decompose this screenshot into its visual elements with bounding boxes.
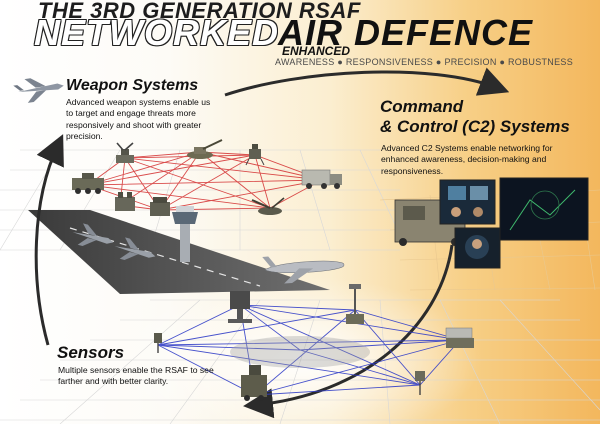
flow-arrow-weapons-to-c2 [224, 67, 510, 97]
header-enhanced-word: ENHANCED [282, 44, 351, 58]
radar-display-icon [499, 177, 589, 241]
flow-arrow-c2-to-sensors [243, 244, 454, 419]
radar-icon [228, 291, 252, 323]
header-tagline: AWARENESS ● RESPONSIVENESS ● PRECISION ●… [275, 57, 573, 67]
c2-systems-description: Advanced C2 Systems enable networking fo… [381, 143, 553, 176]
business-jet-icon [262, 256, 345, 284]
operator-console-icon [454, 227, 501, 269]
control-tower-icon [172, 206, 198, 262]
c2-title-line2: & Control (C2) Systems [380, 117, 570, 136]
weapon-systems-description: Advanced weapon systems enable us to tar… [66, 97, 211, 142]
missile-launcher-icon [245, 144, 265, 166]
towed-gun-icon [251, 197, 285, 215]
artillery-gun-icon [187, 139, 223, 159]
fighter-jet-icon [72, 223, 114, 246]
radar-truck-icon [241, 365, 267, 401]
header-air-defence-word: AIR DEFENCE [278, 12, 534, 53]
c2-systems-title: Command & Control (C2) Systems [380, 97, 570, 137]
sensor-mast-icon [154, 333, 162, 353]
military-truck-icon [301, 169, 342, 189]
cloud-cover [230, 336, 370, 368]
anti-aircraft-gun-icon [116, 142, 134, 163]
operator-console-icon [439, 179, 496, 225]
header-networked-word: NETWORKED [34, 12, 279, 53]
radar-icon [346, 284, 364, 324]
fighter-jet-icon [13, 78, 64, 103]
weapon-systems-title: Weapon Systems [66, 77, 199, 94]
armored-vehicle-icon [72, 173, 104, 194]
flow-arrow-sensors-to-weapons [34, 134, 64, 346]
radar-icon [445, 327, 474, 348]
header-generation-line: THE 3RD GENERATION RSAF [38, 0, 361, 23]
c2-title-line1: Command [380, 97, 464, 116]
sensors-description: Multiple sensors enable the RSAF to see … [58, 365, 214, 387]
sensor-mast-icon [415, 371, 425, 395]
missile-launcher-icon [150, 197, 170, 216]
runway [28, 210, 330, 294]
sensors-title: Sensors [57, 343, 125, 362]
fighter-jet-icon [114, 237, 156, 260]
missile-launcher-icon [115, 192, 135, 211]
